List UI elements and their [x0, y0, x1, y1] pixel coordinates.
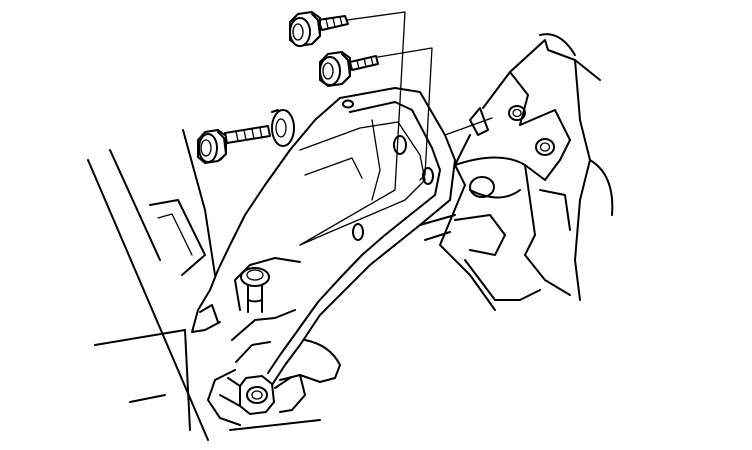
- rear-mount-stud: [207, 267, 291, 426]
- flange-bolt-middle: [319, 51, 379, 87]
- frame-rail: [87, 129, 321, 441]
- washer: [271, 109, 295, 147]
- flange-bolt-left: [197, 125, 271, 164]
- engine-block: [419, 33, 614, 311]
- mounting-bracket: [191, 87, 456, 413]
- leader-lines: [299, 11, 493, 246]
- flange-bolt-upper: [289, 11, 349, 47]
